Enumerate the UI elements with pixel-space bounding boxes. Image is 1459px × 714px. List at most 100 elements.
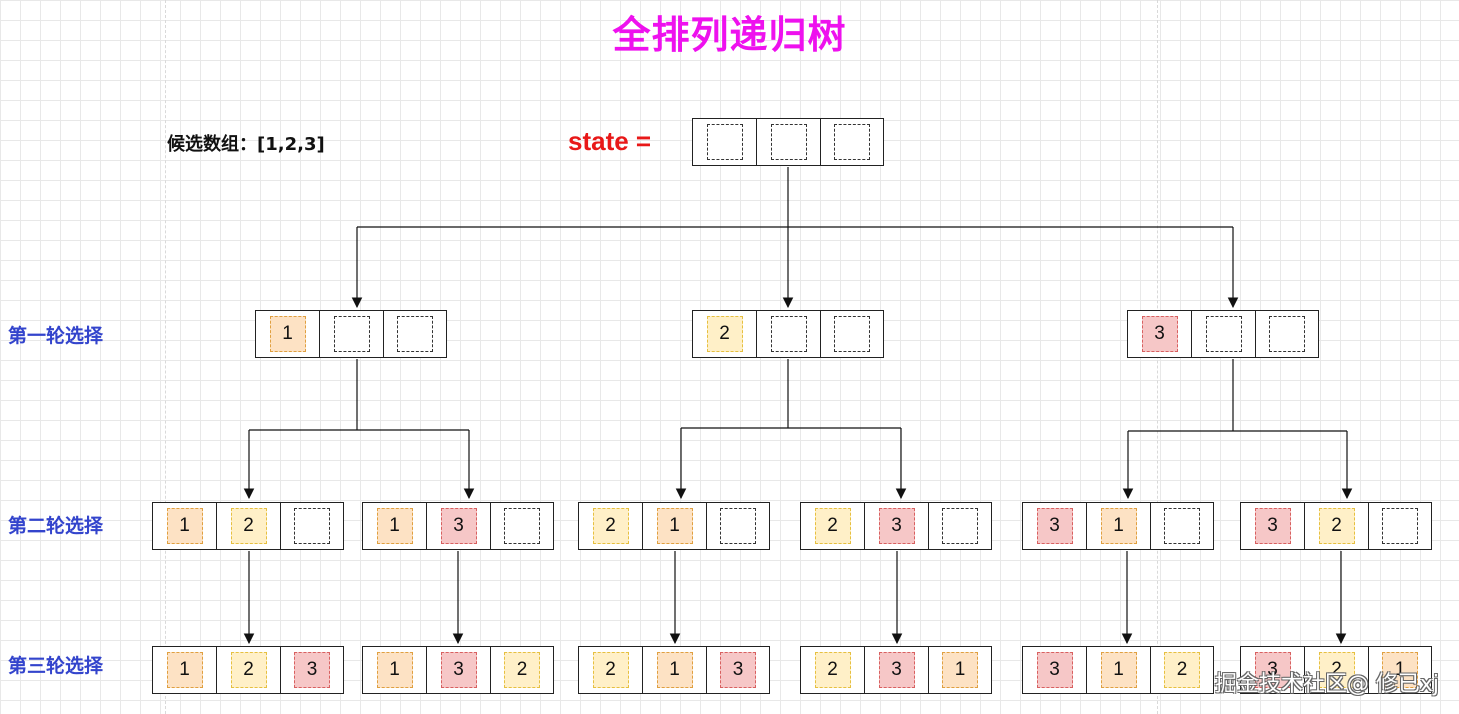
array-value: [834, 316, 870, 352]
array-cell: 1: [1087, 503, 1151, 549]
array-value: 1: [942, 652, 978, 688]
array-cell: 3: [1128, 311, 1192, 357]
state-array-l3-1: 1 2 3: [152, 646, 344, 694]
array-cell: 3: [1241, 647, 1305, 693]
array-cell: 3: [865, 503, 929, 549]
level-label-1: 第一轮选择: [8, 325, 104, 347]
array-cell: [320, 311, 384, 357]
array-value: [834, 124, 870, 160]
array-value: [706, 124, 743, 160]
array-value: [1269, 316, 1305, 352]
array-cell: 2: [1305, 503, 1369, 549]
array-value: 2: [230, 508, 267, 544]
state-array-l3-2: 1 3 2: [362, 646, 554, 694]
page-title: 全排列递归树: [612, 13, 847, 57]
array-value: 3: [878, 508, 915, 544]
array-value: [770, 124, 807, 160]
array-value: 2: [592, 652, 629, 688]
state-array-l3-6: 3 2 1: [1240, 646, 1432, 694]
state-array-l2-3: 2 1: [578, 502, 770, 550]
array-cell: [757, 119, 821, 165]
state-array-root: [692, 118, 884, 166]
candidate-array-label: 候选数组：[1,2,3]: [167, 134, 325, 155]
level-label-3: 第三轮选择: [8, 655, 104, 677]
array-cell: 1: [363, 647, 427, 693]
array-value: 2: [592, 508, 629, 544]
state-array-l1-2: 2: [692, 310, 884, 358]
array-value: 1: [656, 508, 693, 544]
array-cell: 1: [1087, 647, 1151, 693]
state-array-l1-1: 1: [255, 310, 447, 358]
array-cell: 1: [1369, 647, 1431, 693]
array-cell: [384, 311, 446, 357]
array-value: 2: [1164, 652, 1200, 688]
array-cell: [707, 503, 769, 549]
array-value: 2: [504, 652, 540, 688]
array-value: 3: [440, 652, 477, 688]
array-cell: 2: [491, 647, 553, 693]
connector-root: [357, 167, 1233, 228]
state-array-l2-2: 1 3: [362, 502, 554, 550]
array-cell: 1: [153, 503, 217, 549]
array-cell: 2: [579, 503, 643, 549]
array-value: 2: [1318, 508, 1355, 544]
array-cell: 1: [929, 647, 991, 693]
array-cell: 2: [1305, 647, 1369, 693]
array-cell: [1192, 311, 1256, 357]
array-cell: 3: [1023, 503, 1087, 549]
array-cell: 2: [217, 647, 281, 693]
array-value: 2: [706, 316, 743, 352]
array-value: 2: [814, 652, 851, 688]
array-cell: [757, 311, 821, 357]
array-cell: [1151, 503, 1213, 549]
state-array-l3-5: 3 1 2: [1022, 646, 1214, 694]
array-value: 1: [166, 508, 203, 544]
array-cell: [1256, 311, 1318, 357]
array-value: 1: [166, 652, 203, 688]
array-cell: [821, 311, 883, 357]
array-value: 3: [720, 652, 756, 688]
array-value: [294, 508, 330, 544]
array-cell: 2: [217, 503, 281, 549]
array-cell: 2: [801, 503, 865, 549]
state-array-l2-4: 2 3: [800, 502, 992, 550]
array-value: [1382, 508, 1418, 544]
array-value: [1164, 508, 1200, 544]
array-cell: [693, 119, 757, 165]
array-value: [1205, 316, 1242, 352]
array-value: [720, 508, 756, 544]
array-value: 1: [269, 316, 306, 352]
state-array-l3-3: 2 1 3: [578, 646, 770, 694]
array-cell: [929, 503, 991, 549]
array-value: 2: [230, 652, 267, 688]
array-value: [770, 316, 807, 352]
array-cell: 1: [643, 647, 707, 693]
array-value: 3: [1036, 508, 1073, 544]
array-value: 3: [440, 508, 477, 544]
array-value: 1: [376, 652, 413, 688]
array-cell: [1369, 503, 1431, 549]
array-cell: 3: [281, 647, 343, 693]
array-cell: 2: [693, 311, 757, 357]
array-value: [397, 316, 433, 352]
array-value: 2: [814, 508, 851, 544]
array-value: 1: [1100, 652, 1137, 688]
state-array-l2-5: 3 1: [1022, 502, 1214, 550]
array-cell: 3: [1241, 503, 1305, 549]
state-array-l3-4: 2 3 1: [800, 646, 992, 694]
array-value: 1: [376, 508, 413, 544]
array-cell: 3: [865, 647, 929, 693]
state-array-l2-1: 1 2: [152, 502, 344, 550]
array-value: [504, 508, 540, 544]
array-value: 1: [1100, 508, 1137, 544]
array-cell: 3: [707, 647, 769, 693]
array-cell: 1: [363, 503, 427, 549]
array-value: 2: [1318, 652, 1355, 688]
connector-l1-b: [681, 359, 901, 429]
array-value: 3: [1254, 508, 1291, 544]
array-value: 1: [1382, 652, 1418, 688]
array-cell: 1: [643, 503, 707, 549]
state-array-l1-3: 3: [1127, 310, 1319, 358]
array-cell: [821, 119, 883, 165]
